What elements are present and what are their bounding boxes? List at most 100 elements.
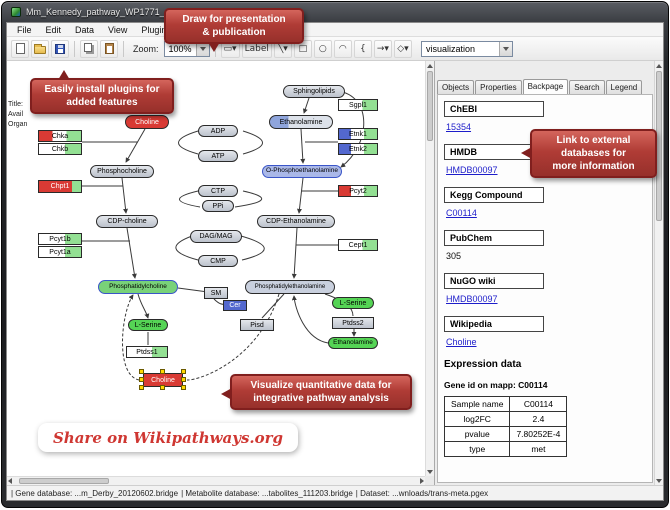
pathway-node-chka[interactable]: Chka xyxy=(38,130,82,142)
pathway-node-adp[interactable]: ADP xyxy=(198,125,238,137)
scroll-left-arrow[interactable] xyxy=(8,478,12,484)
pathway-node-pcyt2[interactable]: Pcyt2 xyxy=(338,185,378,197)
backpage-header-pubchem: PubChem xyxy=(444,230,544,246)
pathway-node-chpt1[interactable]: Chpt1 xyxy=(38,180,82,193)
pathway-info-label: Avail xyxy=(8,111,24,118)
pathway-node-pcyt1b[interactable]: Pcyt1b xyxy=(38,233,82,245)
menu-item-edit[interactable]: Edit xyxy=(45,24,62,35)
backpage-link-hmdb[interactable]: HMDB00097 xyxy=(446,165,498,175)
pathway-node-sphingolipids[interactable]: Sphingolipids xyxy=(283,85,345,98)
pathway-node-ethanolamine[interactable]: Ethanolamine xyxy=(269,115,333,129)
title-bar[interactable]: Mm_Kennedy_pathway_WP1771_45176.gpml xyxy=(2,2,668,21)
canvas-vertical-scrollbar[interactable] xyxy=(425,61,434,476)
pathway-node-l-serine-right[interactable]: L-Serine xyxy=(332,297,374,309)
expression-table-cell: 7.80252E-4 xyxy=(509,426,568,442)
backpage-link-kegg-compound[interactable]: C00114 xyxy=(446,208,477,218)
pathway-node-choline[interactable]: Choline xyxy=(125,115,169,129)
pathway-node-o-phosphoethanolamine[interactable]: O-Phosphoethanolamine xyxy=(262,165,342,178)
drawing-tools: ▭▾Label╲▾□○◠{→▾◇▾ xyxy=(220,39,412,58)
tab-search[interactable]: Search xyxy=(569,80,605,94)
shape-dropdown[interactable]: ◇▾ xyxy=(393,39,412,58)
expression-table-cell: type xyxy=(443,441,511,457)
selection-handle[interactable] xyxy=(139,369,144,374)
pathway-node-ethanolamine-2[interactable]: Ethanolamine xyxy=(328,337,378,349)
pathway-node-cmp[interactable]: CMP xyxy=(198,255,238,267)
pathway-node-cept1[interactable]: Cept1 xyxy=(338,239,378,251)
selection-handle[interactable] xyxy=(139,385,144,390)
pathway-node-pcyt1a[interactable]: Pcyt1a xyxy=(38,246,82,258)
menu-item-plugins[interactable]: Plugins xyxy=(141,24,171,35)
tab-backpage[interactable]: Backpage xyxy=(522,79,569,94)
pathway-node-cdp-ethanolamine[interactable]: CDP-Ethanolamine xyxy=(257,215,335,228)
selection-handle[interactable] xyxy=(181,385,186,390)
menu-item-view[interactable]: View xyxy=(108,24,128,35)
pathway-node-dag-mag[interactable]: DAG/MAG xyxy=(190,230,242,243)
save-button[interactable] xyxy=(51,39,69,58)
pathway-node-atp[interactable]: ATP xyxy=(198,150,238,162)
pathway-node-choline-selected[interactable]: Choline xyxy=(139,369,186,390)
menu-item-data[interactable]: Data xyxy=(75,24,95,35)
arrow-dropdown[interactable]: →▾ xyxy=(373,39,392,58)
tab-objects[interactable]: Objects xyxy=(437,80,475,94)
paste-button[interactable] xyxy=(100,39,118,58)
pathway-node-phosphatidylcholine[interactable]: Phosphatidylcholine xyxy=(98,280,178,294)
pathway-node-ctp[interactable]: CTP xyxy=(198,185,238,197)
backpage-link-nugo-wiki[interactable]: HMDB00097 xyxy=(446,294,498,304)
line-dropdown[interactable]: ╲▾ xyxy=(273,39,292,58)
pathway-node-l-serine-left[interactable]: L-Serine xyxy=(128,319,168,331)
pathway-node-sm[interactable]: SM xyxy=(204,287,228,299)
selection-handle[interactable] xyxy=(139,377,144,382)
backpage-link-wikipedia[interactable]: Choline xyxy=(446,337,477,347)
backpage-header-hmdb: HMDB xyxy=(444,144,544,160)
oval-tool[interactable]: ○ xyxy=(313,39,332,58)
vertical-scroll-thumb[interactable] xyxy=(427,71,433,141)
selection-handle[interactable] xyxy=(160,369,165,374)
chevron-down-icon xyxy=(503,46,509,51)
horizontal-scroll-thumb[interactable] xyxy=(19,478,109,484)
selection-handle[interactable] xyxy=(181,377,186,382)
pathway-node-ptdss1[interactable]: Ptdss1 xyxy=(126,346,168,358)
tab-properties[interactable]: Properties xyxy=(475,80,522,94)
new-file-button[interactable] xyxy=(11,39,29,58)
scroll-down-arrow[interactable] xyxy=(655,476,663,485)
pathway-node-sgpl1[interactable]: Sgpl1 xyxy=(338,99,378,111)
save-disk-icon xyxy=(55,43,65,54)
copy-button[interactable] xyxy=(80,39,98,58)
pathway-node-chkb[interactable]: Chkb xyxy=(38,143,82,155)
backpage-header-chebi: ChEBI xyxy=(444,101,544,117)
arc-tool[interactable]: ◠ xyxy=(333,39,352,58)
pathway-node-cer[interactable]: Cer xyxy=(223,300,247,311)
selection-handle[interactable] xyxy=(181,369,186,374)
pathway-node-cdp-choline[interactable]: CDP-choline xyxy=(96,215,158,228)
open-file-button[interactable] xyxy=(31,39,49,58)
canvas-horizontal-scrollbar[interactable] xyxy=(7,476,425,485)
selection-handle[interactable] xyxy=(160,385,165,390)
menu-item-file[interactable]: File xyxy=(17,24,32,35)
brace-tool[interactable]: { xyxy=(353,39,372,58)
expression-data-title: Expression data xyxy=(444,359,522,370)
visualization-combobox[interactable]: visualization xyxy=(421,40,513,57)
scroll-right-arrow[interactable] xyxy=(420,478,424,484)
tab-legend[interactable]: Legend xyxy=(605,80,643,94)
pathway-node-phosphocholine[interactable]: Phosphocholine xyxy=(90,165,154,178)
pathway-node-etnk1[interactable]: Etnk1 xyxy=(338,128,378,140)
scroll-down-arrow[interactable] xyxy=(426,467,434,476)
zoom-dropdown-arrow[interactable] xyxy=(195,41,209,56)
visualization-dropdown-arrow[interactable] xyxy=(499,41,512,56)
pathway-node-ppi[interactable]: PPi xyxy=(202,200,234,212)
zoom-value: 100% xyxy=(168,43,192,54)
pathway-node-phosphatidylethanolamine[interactable]: Phosphatidylethanolamine xyxy=(245,280,335,294)
scroll-up-arrow[interactable] xyxy=(426,61,434,70)
pathway-node-pisd[interactable]: Pisd xyxy=(240,319,274,331)
scroll-up-arrow[interactable] xyxy=(655,61,663,70)
backpage-link-chebi[interactable]: 15354 xyxy=(446,122,472,132)
pathway-node-ptdss2[interactable]: Ptdss2 xyxy=(332,317,374,329)
sidebar-scrollbar[interactable] xyxy=(654,61,663,485)
pathway-node-etnk2[interactable]: Etnk2 xyxy=(338,143,378,155)
